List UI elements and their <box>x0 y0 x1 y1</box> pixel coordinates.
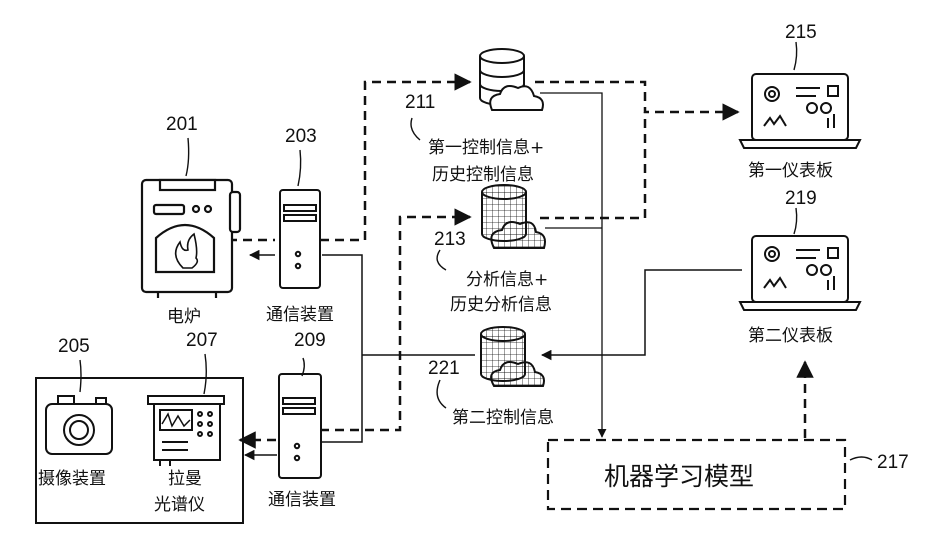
dashed-comm1-to-db1 <box>320 82 470 240</box>
ref-219: 219 <box>785 188 817 209</box>
label-ml-model: 机器学习模型 <box>604 462 754 491</box>
label-first-info-1: 第一控制信息+ <box>428 138 544 158</box>
solid-dashboard2-to-db3 <box>542 270 742 355</box>
dashed-db1-to-dashboard1 <box>535 82 738 112</box>
label-second-control: 第二控制信息 <box>452 408 554 428</box>
ref-215: 215 <box>785 22 817 43</box>
label-comm1: 通信装置 <box>266 305 334 325</box>
cloud-database-icon <box>480 49 545 386</box>
ref-211: 211 <box>405 92 435 113</box>
label-comm2: 通信装置 <box>268 490 336 510</box>
label-analysis-2: 历史分析信息 <box>450 295 552 315</box>
label-dashboard1: 第一仪表板 <box>748 161 833 181</box>
camera-icon <box>46 396 112 454</box>
dashed-db2-to-dashboard1 <box>540 112 645 218</box>
ref-213: 213 <box>434 229 466 250</box>
ref-205: 205 <box>58 336 90 357</box>
electric-furnace-icon <box>142 180 240 298</box>
ref-201: 201 <box>166 114 198 135</box>
ref-207: 207 <box>186 330 218 351</box>
label-furnace: 电炉 <box>167 307 201 327</box>
label-dashboard2: 第二仪表板 <box>748 326 833 346</box>
ref-203: 203 <box>285 126 317 147</box>
raman-spectrometer-icon <box>148 396 224 466</box>
ref-209: 209 <box>294 330 326 351</box>
solid-db1-to-ml <box>540 93 602 437</box>
label-raman-2: 光谱仪 <box>154 495 205 515</box>
ref-221: 221 <box>428 358 460 379</box>
label-raman-1: 拉曼 <box>168 469 202 489</box>
ref-217: 217 <box>877 452 909 473</box>
label-first-info-2: 历史控制信息 <box>432 165 534 185</box>
label-camera: 摄像装置 <box>38 469 106 489</box>
label-analysis-1: 分析信息+ <box>466 270 548 290</box>
